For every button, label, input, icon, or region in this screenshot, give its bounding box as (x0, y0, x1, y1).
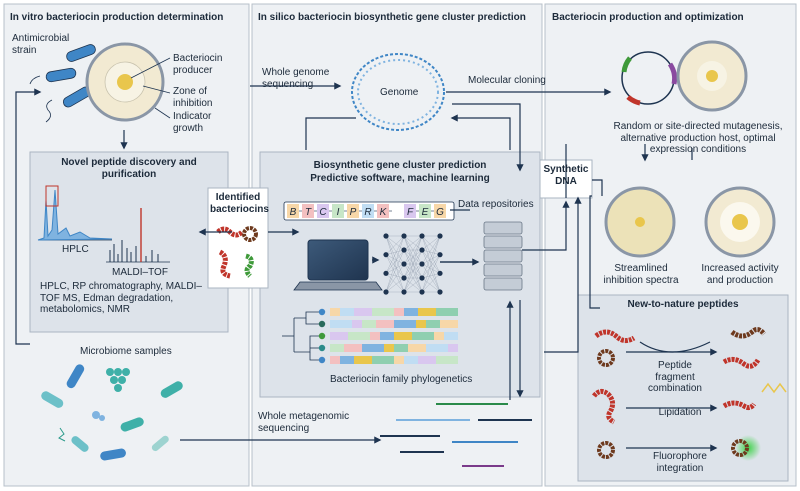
peptide-fragment-label: Peptide fragment combination (648, 360, 702, 394)
indicator-growth-label: Indicator growth (173, 111, 212, 134)
synthetic-dna-label: Synthetic DNA (543, 164, 589, 187)
data-repositories-label: Data repositories (458, 199, 534, 210)
antimicrobial-strain-icon (29, 44, 96, 123)
panel-middle-title: In silico bacteriocin biosynthetic gene … (258, 12, 526, 23)
new-to-nature-peptides-icon (592, 326, 766, 461)
neural-network-icon (383, 233, 443, 295)
bacteriocin-producer-label: Bacteriocin producer (173, 53, 223, 76)
maldi-spectrum-icon (106, 208, 170, 263)
novel-peptide-title: Novel peptide discovery and purification (61, 157, 197, 180)
hplc-chart-icon (37, 185, 113, 241)
streamlined-label: Streamlined inhibition spectra (603, 263, 679, 286)
hplc-label: HPLC (62, 244, 89, 255)
identified-bacteriocins-label: Identified bacteriocins (210, 192, 269, 215)
microbiome-samples-label: Microbiome samples (80, 346, 172, 357)
data-repositories-icon (483, 221, 523, 291)
zone-of-inhibition-label: Zone of inhibition (173, 86, 213, 109)
sequence-letter: P (350, 207, 357, 218)
sequence-letter: R (364, 207, 371, 218)
box-identified (207, 187, 269, 289)
sequence-letter: I (337, 207, 340, 218)
dish-streamlined-icon (604, 186, 676, 258)
microbiome-samples-icon (41, 364, 183, 461)
panel-left-title: In vitro bacteriocin production determin… (10, 12, 224, 23)
petri-dish-right-icon (676, 40, 748, 112)
bgc-title: Biosynthetic gene cluster prediction (313, 160, 487, 171)
plasmid-icon (621, 51, 678, 106)
increased-label: Increased activity and production (701, 263, 779, 286)
bgc-subtitle: Predictive software, machine learning (310, 173, 490, 184)
molecular-cloning-label: Molecular cloning (468, 75, 546, 86)
box-novel-peptide (29, 151, 229, 333)
methods-label: HPLC, RP chromatography, MALDI–TOF MS, E… (40, 281, 202, 315)
dish-increased-icon (704, 186, 776, 258)
sequence-letter: F (407, 207, 414, 218)
phylogenetic-tree-icon (282, 308, 458, 364)
genome-dna-icon (351, 53, 445, 131)
fluorophore-label: Fluorophore integration (653, 451, 707, 474)
sequence-letter: C (319, 207, 327, 218)
sequence-letter: B (290, 207, 297, 218)
arrows (15, 82, 718, 452)
sequence-letter: T (305, 207, 312, 218)
whole-metagenomic-label: Whole metagenomic sequencing (258, 411, 350, 434)
phylogenetics-label: Bacteriocin family phylogenetics (330, 374, 473, 385)
petri-dish-icon (85, 42, 171, 122)
metagenomic-reads-icon (380, 403, 532, 467)
panel-right-title: Bacteriocin production and optimization (552, 12, 744, 23)
maldi-label: MALDI–TOF (112, 267, 168, 278)
antimicrobial-strain-label: Antimicrobial strain (12, 33, 70, 56)
sequence-letter: G (436, 207, 444, 218)
lipid-chain-icon (761, 382, 787, 394)
whole-genome-label: Whole genome sequencing (262, 67, 330, 90)
mutagenesis-label: Random or site-directed mutagenesis, alt… (613, 121, 783, 155)
lipidation-label: Lipidation (658, 407, 702, 418)
sequence-letter: E (422, 207, 429, 218)
laptop-icon (293, 239, 383, 291)
genome-label: Genome (380, 87, 419, 98)
new-to-nature-title: New-to-nature peptides (627, 299, 739, 310)
sequence-letter: K (380, 207, 388, 218)
